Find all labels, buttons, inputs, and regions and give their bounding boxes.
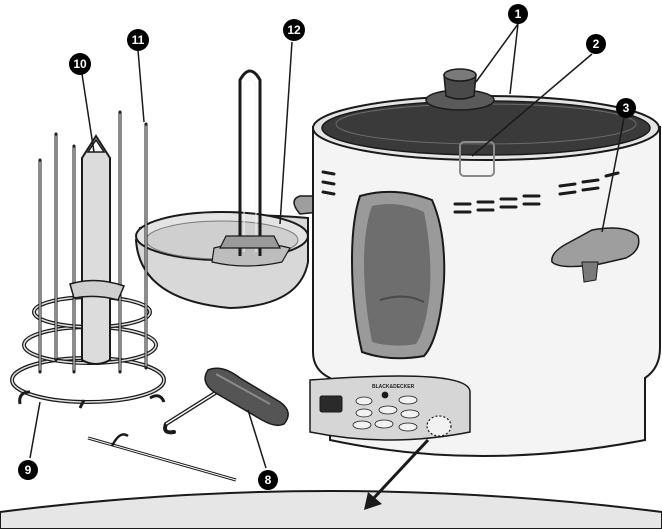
- lift-hook-handle-shine: [215, 373, 271, 405]
- drip-tray-group: [134, 69, 309, 310]
- center-spike-tip: [86, 138, 106, 153]
- control-dial: [426, 415, 452, 437]
- callout-marker-11: 11: [127, 29, 149, 51]
- window-basket-rim: [379, 295, 425, 303]
- skewer-group: [87, 433, 237, 482]
- lid-knob-top: [443, 68, 477, 82]
- callout-leaders: [29, 23, 625, 469]
- detail-arrow-shaft: [370, 438, 430, 502]
- center-spike: [81, 134, 111, 365]
- control-panel-brand: BLACK&DECKER: [372, 384, 415, 390]
- right-handle-shadow: [581, 261, 599, 283]
- lid-knob: [443, 74, 477, 100]
- lift-hook-rod-highlight: [165, 389, 221, 425]
- vent-slots: [321, 170, 620, 214]
- bottom-detail-panel: [0, 490, 662, 529]
- callout-marker-1: 1: [508, 4, 528, 24]
- callout-marker-3: 3: [616, 98, 636, 118]
- inner-basket-handle: [459, 141, 495, 177]
- callout-label-11: 11: [132, 33, 145, 47]
- callout-label-12: 12: [287, 23, 301, 37]
- rack-feet: [18, 390, 166, 409]
- control-panel-display: [319, 395, 343, 413]
- callout-marker-10: 10: [69, 53, 91, 75]
- callout-label-10: 10: [73, 57, 87, 71]
- cooker-body-group: BLACK&DECKER: [293, 68, 661, 510]
- roasting-rack-crossbar: [219, 235, 281, 249]
- lift-hook-rod: [163, 388, 222, 435]
- callout-label-2: 2: [593, 37, 600, 51]
- skewer-hook: [110, 433, 129, 447]
- roasting-rack-wire-inner: [243, 79, 257, 252]
- detail-arrow-head: [364, 492, 382, 510]
- callout-marker-9: 9: [18, 460, 38, 480]
- skewer-highlight: [87, 437, 237, 481]
- callout-marker-8: 8: [258, 470, 278, 490]
- callout-label-8: 8: [265, 473, 272, 487]
- rack-prongs-highlight: [39, 113, 147, 371]
- right-side-handle: [551, 227, 640, 268]
- rotisserie-rack-group: [10, 110, 166, 409]
- roasting-rack-wire: [238, 69, 262, 256]
- callout-marker-2: 2: [586, 34, 606, 54]
- glass-lid: [321, 100, 651, 156]
- lift-hook-group: [163, 367, 289, 435]
- window-inner-shade: [364, 204, 431, 346]
- lift-hook-handle: [204, 367, 289, 427]
- center-spike-collar: [69, 279, 126, 301]
- callout-marker-12: 12: [283, 19, 305, 41]
- control-panel-buttons: [352, 391, 420, 432]
- callout-label-3: 3: [623, 101, 630, 115]
- callout-label-9: 9: [25, 463, 32, 477]
- callout-label-1: 1: [515, 7, 522, 21]
